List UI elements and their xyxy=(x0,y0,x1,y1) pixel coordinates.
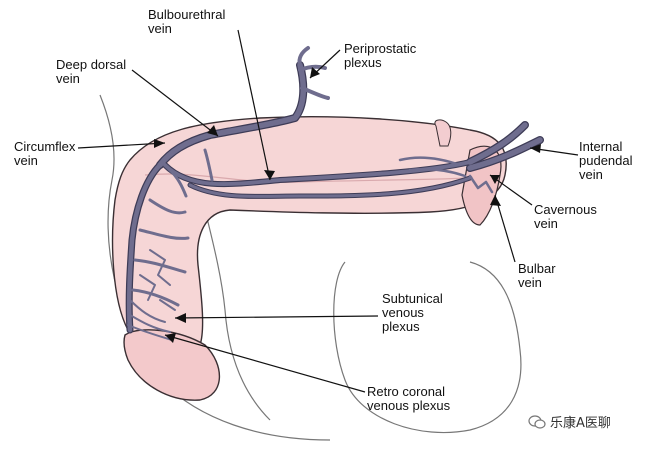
watermark: 乐康A医聊 xyxy=(528,412,611,431)
wechat-icon xyxy=(528,414,546,429)
label-subtunical-venous-plexus: Subtunical venous plexus xyxy=(382,291,443,334)
watermark-text: 乐康A医聊 xyxy=(550,416,611,431)
veins xyxy=(125,46,544,341)
prostate-stub xyxy=(434,119,452,147)
arrowheads xyxy=(154,67,541,343)
label-deep-dorsal-vein: Deep dorsal vein xyxy=(56,57,127,86)
label-bulbourethral-vein: Bulbourethral vein xyxy=(148,7,226,36)
urethra-line xyxy=(144,173,471,183)
glans xyxy=(123,329,221,401)
label-bulbar-vein: Bulbar vein xyxy=(518,261,556,290)
label-periprostatic-plexus: Periprostatic plexus xyxy=(344,41,417,70)
label-cavernous-vein: Cavernous vein xyxy=(534,202,597,231)
label-retro-coronal-venous-plexus: Retro coronal venous plexus xyxy=(367,384,451,413)
penile-body xyxy=(111,116,507,401)
label-circumflex-vein: Circumflex vein xyxy=(14,139,76,168)
label-internal-pudendal-vein: Internal pudendal vein xyxy=(579,139,633,182)
